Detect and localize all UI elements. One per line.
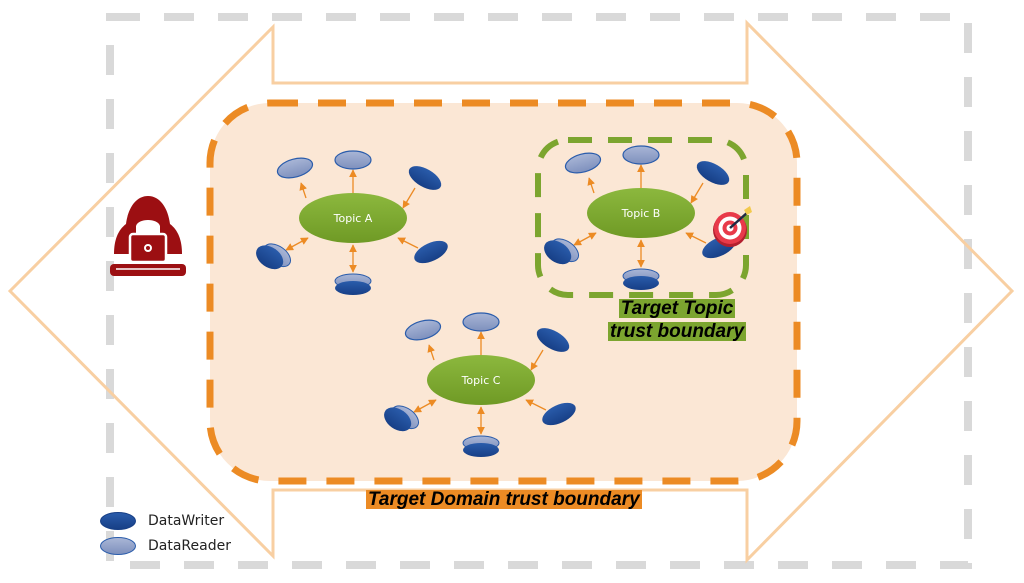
target-topic-label-line2: trust boundary	[608, 321, 747, 342]
datareader-endpoint-icon	[564, 152, 602, 174]
legend-label: DataWriter	[148, 513, 225, 529]
connector-arrow	[285, 237, 309, 251]
datawriter-endpoint-icon	[696, 161, 730, 185]
topic-cluster-b: Topic B	[544, 145, 736, 290]
datawriter-datareader-endpoint-icon	[462, 435, 500, 457]
attacker-hacker-icon	[110, 196, 186, 276]
connector-arrow	[402, 187, 416, 209]
connector-arrow	[690, 182, 704, 204]
target-topic-boundary-label: Target Topic trust boundary	[608, 298, 747, 342]
bullseye-target-icon	[713, 206, 752, 247]
topic-label: Topic C	[461, 374, 501, 387]
topic-node	[299, 193, 407, 243]
datawriter-datareader-endpoint-icon	[544, 238, 580, 265]
datawriter-swatch-icon	[100, 512, 136, 530]
connector-arrow	[525, 399, 547, 411]
datawriter-datareader-endpoint-icon	[384, 405, 420, 432]
topic-node	[587, 188, 695, 238]
connector-arrow	[685, 232, 707, 244]
topic-cluster-c: Topic C	[384, 312, 576, 457]
legend-item-datawriter: DataWriter	[100, 512, 224, 530]
datawriter-endpoint-icon	[536, 328, 570, 352]
connector-arrow	[530, 349, 544, 371]
datareader-endpoint-icon	[462, 312, 500, 332]
double-arrow-outline	[7, 19, 1015, 564]
datawriter-endpoint-icon	[408, 166, 442, 190]
datawriter-endpoint-icon	[414, 240, 448, 264]
target-domain-boundary-label: Target Domain trust boundary	[366, 490, 642, 509]
datareader-endpoint-icon	[622, 145, 660, 165]
topic-label: Topic B	[621, 207, 661, 220]
target-topic-boundary	[535, 137, 749, 298]
datareader-endpoint-icon	[276, 157, 314, 179]
connector-arrow	[587, 177, 595, 194]
datareader-swatch-icon	[100, 537, 136, 555]
topic-node	[427, 355, 535, 405]
connector-arrow	[427, 344, 435, 361]
topic-label: Topic A	[333, 212, 373, 225]
datareader-endpoint-icon	[334, 150, 372, 170]
legend-item-datareader: DataReader	[100, 537, 231, 555]
connector-arrow	[573, 232, 597, 246]
legend-label: DataReader	[148, 538, 231, 554]
datareader-endpoint-icon	[404, 319, 442, 341]
datawriter-endpoint-icon	[542, 402, 576, 426]
datawriter-datareader-endpoint-icon	[334, 273, 372, 295]
datawriter-datareader-endpoint-icon	[256, 243, 292, 270]
connector-arrow	[299, 182, 307, 199]
topics-layer: Topic A Topic B Topic C	[256, 145, 736, 457]
topic-cluster-a: Topic A	[256, 150, 448, 295]
target-topic-label-line1: Target Topic	[618, 298, 736, 319]
target-domain-label-text: Target Domain trust boundary	[366, 489, 642, 510]
connector-arrow	[413, 399, 437, 413]
connector-arrow	[397, 237, 419, 249]
outer-dashed-boundary	[106, 13, 972, 569]
datawriter-datareader-endpoint-icon	[622, 268, 660, 290]
